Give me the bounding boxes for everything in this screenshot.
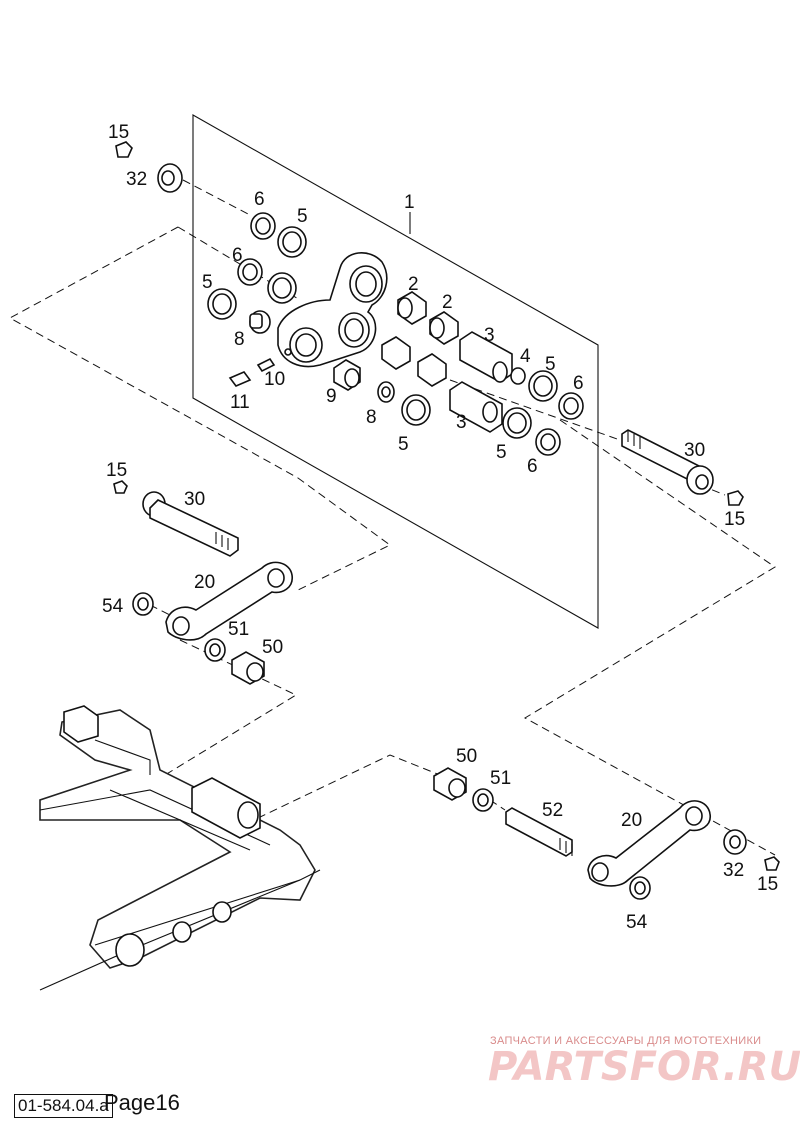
label-54-upper: 54 (102, 596, 124, 617)
label-6-c: 6 (573, 373, 584, 394)
label-1: 1 (404, 192, 415, 213)
nut-54-upper (132, 592, 154, 616)
nut-32-lower (723, 829, 747, 855)
part-15-mid (113, 480, 128, 494)
part-9-8-lower (333, 359, 395, 403)
label-4: 4 (520, 346, 531, 367)
label-52: 52 (542, 800, 563, 821)
label-15-top: 15 (108, 122, 129, 143)
bushings-left (207, 212, 307, 320)
part-15-lower (764, 856, 780, 871)
label-50-lower: 50 (456, 746, 477, 767)
rocker-lever (277, 252, 388, 368)
label-6-b: 6 (232, 245, 243, 266)
label-54-lower: 54 (626, 912, 648, 933)
nut-54-lower (629, 876, 651, 900)
page-number: Page16 (104, 1090, 180, 1115)
part-32-nut (157, 163, 183, 193)
swingarm (39, 705, 321, 991)
bush-51-50-upper (204, 638, 265, 685)
label-11: 11 (230, 392, 250, 413)
label-30-right: 30 (684, 440, 705, 461)
label-30-left: 30 (184, 489, 205, 510)
watermark-tagline: ЗАПЧАСТИ И АКСЕССУАРЫ ДЛЯ МОТОТЕХНИКИ (490, 1035, 761, 1047)
needle-bearings-2 (381, 291, 459, 387)
bush-50-lower (433, 767, 467, 801)
document-code: 01-584.04.a (14, 1094, 113, 1118)
label-3-a: 3 (484, 325, 495, 346)
watermark-logo: PARTSFOR.RU (488, 1044, 800, 1090)
assembly-frame (192, 114, 599, 629)
label-6-a: 6 (254, 189, 265, 210)
label-51-upper: 51 (228, 619, 249, 640)
bush-51-lower (472, 788, 494, 812)
label-20-upper: 20 (194, 572, 215, 593)
label-20-lower: 20 (621, 810, 642, 831)
label-15-lower: 15 (757, 874, 778, 895)
link-arm-20-lower (587, 800, 711, 887)
bolt-30-left (142, 491, 239, 557)
label-50-upper: 50 (262, 637, 283, 658)
part-15-right (727, 490, 744, 506)
label-9: 9 (326, 386, 337, 407)
bushings-right (401, 370, 584, 456)
label-5-b: 5 (202, 272, 213, 293)
label-2-b: 2 (442, 292, 453, 313)
pin-52 (505, 807, 573, 857)
label-5-e: 5 (496, 442, 507, 463)
label-5-a: 5 (297, 206, 308, 227)
label-15-mid: 15 (106, 460, 127, 481)
label-6-d: 6 (527, 456, 538, 477)
part-8-10-11 (228, 310, 276, 387)
label-32-lower: 32 (723, 860, 744, 881)
ring-4 (510, 367, 526, 385)
label-5-c: 5 (545, 354, 556, 375)
label-2-a: 2 (408, 274, 419, 295)
link-arm-20-upper (165, 561, 293, 641)
label-51-lower: 51 (490, 768, 511, 789)
label-5-d: 5 (398, 434, 409, 455)
label-15-right: 15 (724, 509, 745, 530)
part-15-top (115, 141, 133, 158)
bolt-30-right (621, 429, 714, 495)
label-8-b: 8 (366, 407, 377, 428)
label-10: 10 (264, 369, 285, 390)
sleeves-3 (449, 331, 513, 433)
label-3-b: 3 (456, 412, 467, 433)
label-32-top: 32 (126, 169, 147, 190)
label-8-a: 8 (234, 329, 245, 350)
